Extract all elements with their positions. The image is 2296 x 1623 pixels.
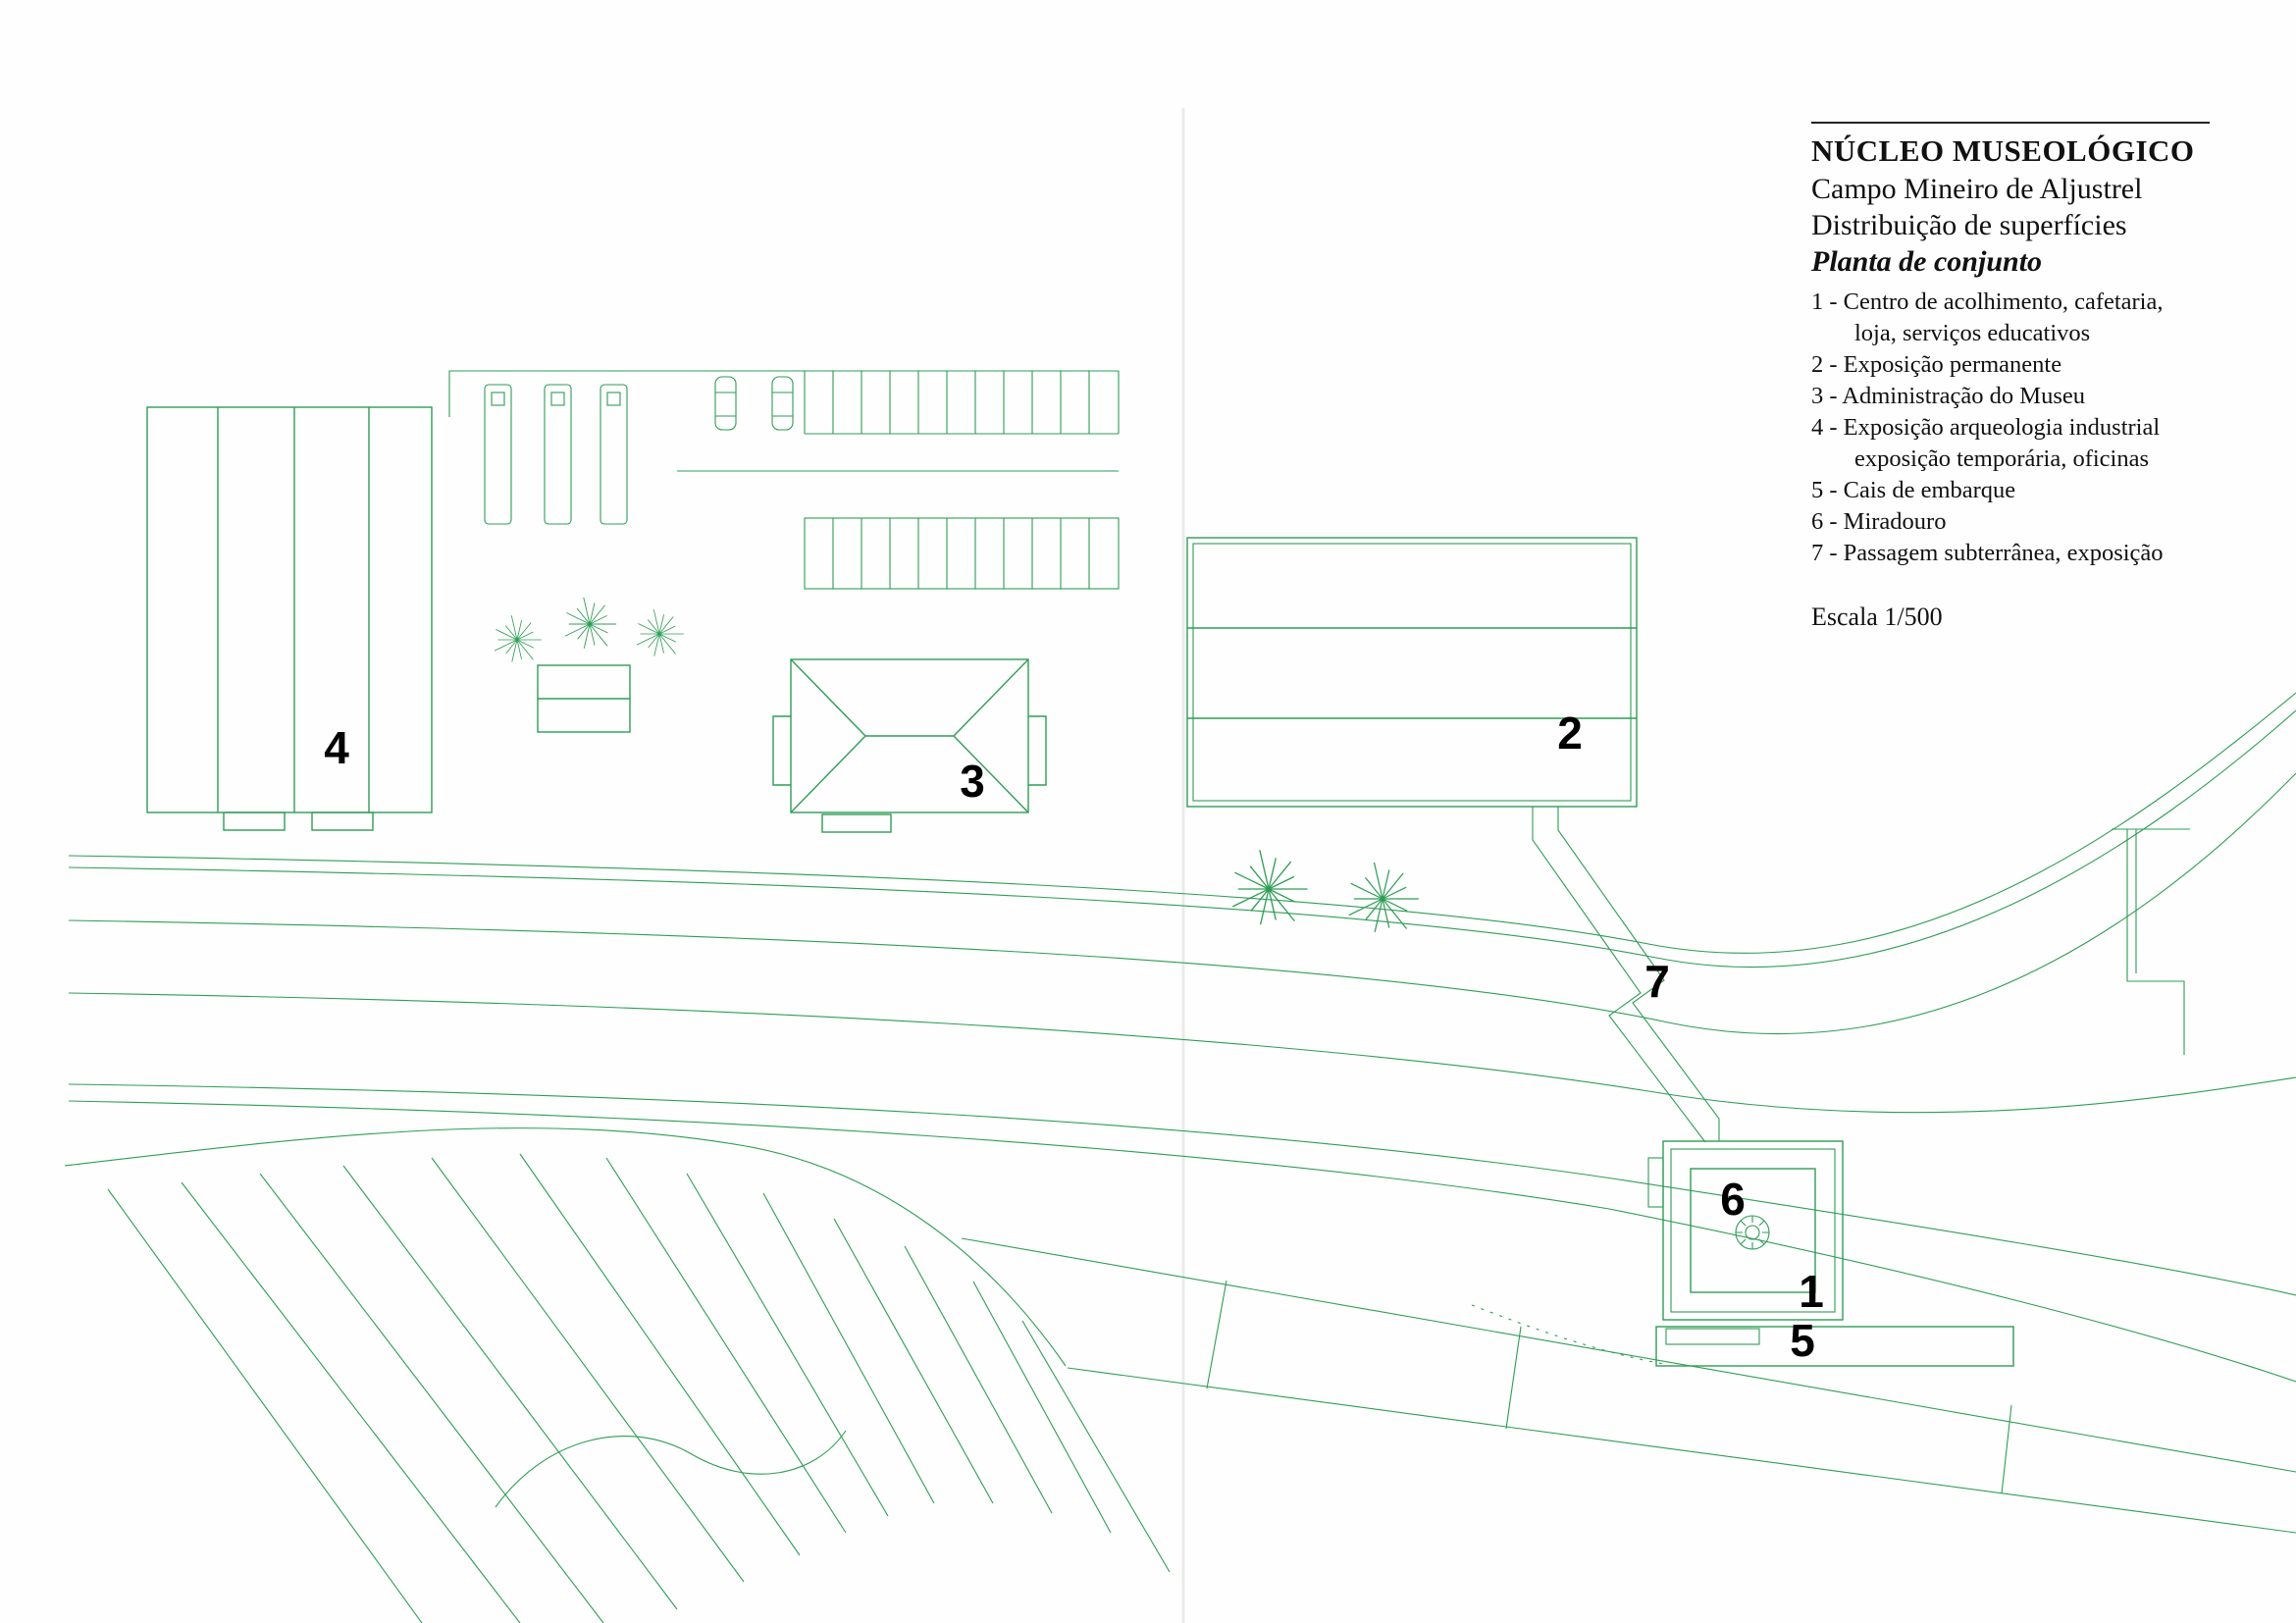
plan-label-cais-5: 5 (1790, 1315, 1815, 1366)
terrain-contours (64, 1127, 2296, 1623)
building-1-6 (1647, 1140, 1844, 1321)
legend-item-5: 5 - Cais de embarque (1811, 477, 2016, 503)
legend: NÚCLEO MUSEOLÓGICO Campo Mineiro de Alju… (1811, 122, 2233, 632)
plan-label-miradouro-6: 6 (1720, 1174, 1746, 1225)
car-icons (714, 376, 794, 431)
plan-label-building-3: 3 (960, 756, 985, 807)
legend-item-1b: loja, serviços educativos (1854, 320, 2091, 346)
roads (68, 692, 2296, 1383)
legend-item-7: 7 - Passagem subterrânea, exposição (1811, 540, 2164, 566)
building-2 (1186, 537, 1638, 808)
platform-5 (1471, 1304, 2014, 1367)
parking-boundary (448, 370, 1119, 417)
legend-subtitle-distribution: Distribuição de superfícies (1811, 209, 2127, 241)
legend-scale: Escala 1/500 (1811, 602, 1943, 631)
legend-item-4: 4 - Exposição arqueologia industrial (1811, 414, 2161, 441)
legend-plan-title: Planta de conjunto (1811, 245, 2043, 278)
legend-item-1: 1 - Centro de acolhimento, cafetaria, (1811, 288, 2164, 315)
plan-label-passage-7: 7 (1644, 956, 1670, 1007)
legend-item-2: 2 - Exposição permanente (1811, 351, 2062, 378)
underground-passage-7 (1532, 807, 1720, 1143)
parking-area (448, 370, 1120, 590)
legend-item-3: 3 - Administração do Museu (1811, 383, 2085, 409)
trees (494, 597, 1420, 933)
legend-item-4b: exposição temporária, oficinas (1854, 445, 2150, 472)
miradouro-stair-icon (1735, 1215, 1770, 1250)
legend-item-6: 6 - Miradouro (1811, 508, 1947, 535)
small-building (537, 664, 631, 733)
legend-rule (1811, 122, 2210, 124)
legend-title: NÚCLEO MUSEOLÓGICO (1811, 133, 2195, 168)
building-4 (146, 406, 433, 831)
building-3 (772, 658, 1047, 833)
right-road-edge (2112, 828, 2190, 1055)
plan-label-building-1: 1 (1799, 1266, 1824, 1317)
bus-bays (484, 384, 628, 525)
legend-subtitle-location: Campo Mineiro de Aljustrel (1811, 173, 2143, 205)
plan-label-building-4: 4 (324, 722, 349, 773)
plan-label-building-2: 2 (1557, 707, 1583, 759)
